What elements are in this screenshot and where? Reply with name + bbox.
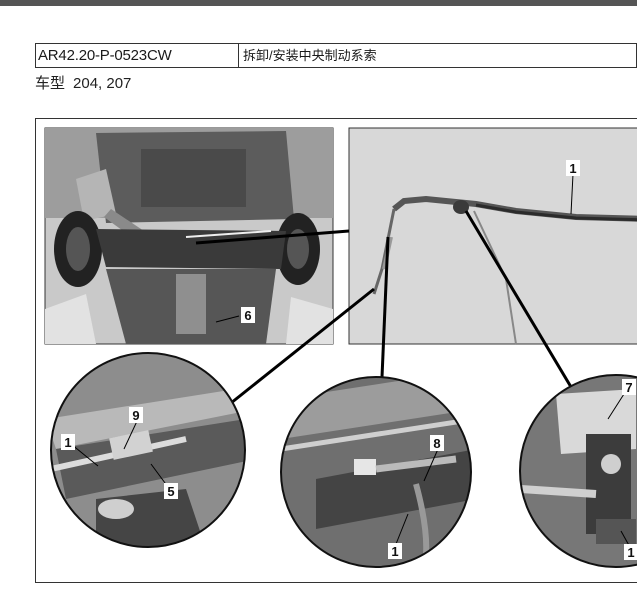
callout-left-part9: 9 — [132, 408, 139, 423]
detail-circle-right — [519, 374, 637, 568]
detail-circle-left — [50, 352, 246, 548]
callout-right-part7: 7 — [625, 380, 632, 395]
pointer-lines — [195, 210, 573, 413]
document-title: 拆卸/安装中央制动系索 — [243, 48, 377, 63]
callout-left-cable: 1 — [64, 435, 71, 450]
detail-circle-middle — [280, 376, 472, 568]
callout-cable-main: 1 — [569, 161, 576, 176]
document-header: AR42.20-P-0523CW 拆卸/安装中央制动系索 — [35, 43, 637, 68]
callout-mid-cable: 1 — [391, 544, 398, 559]
document-code: AR42.20-P-0523CW — [36, 44, 239, 67]
vehicle-label: 车型 — [35, 75, 66, 92]
top-border-bar — [0, 0, 637, 6]
underbody-photo — [44, 127, 334, 345]
callout-underbody: 6 — [244, 308, 251, 323]
vehicle-models-line: 车型 204, 207 — [35, 72, 131, 93]
vehicle-models: 204, 207 — [73, 75, 132, 92]
illustration-figure: 1 6 1 9 5 8 1 7 1 — [35, 118, 637, 583]
callout-mid-part8: 8 — [433, 436, 440, 451]
callout-right-cable: 1 — [627, 545, 634, 560]
cable-routing-photo — [348, 127, 637, 345]
callout-labels: 1 6 1 9 5 8 1 7 1 — [61, 160, 637, 560]
illustration-svg: 1 6 1 9 5 8 1 7 1 — [44, 127, 637, 568]
callout-left-part5: 5 — [167, 484, 174, 499]
